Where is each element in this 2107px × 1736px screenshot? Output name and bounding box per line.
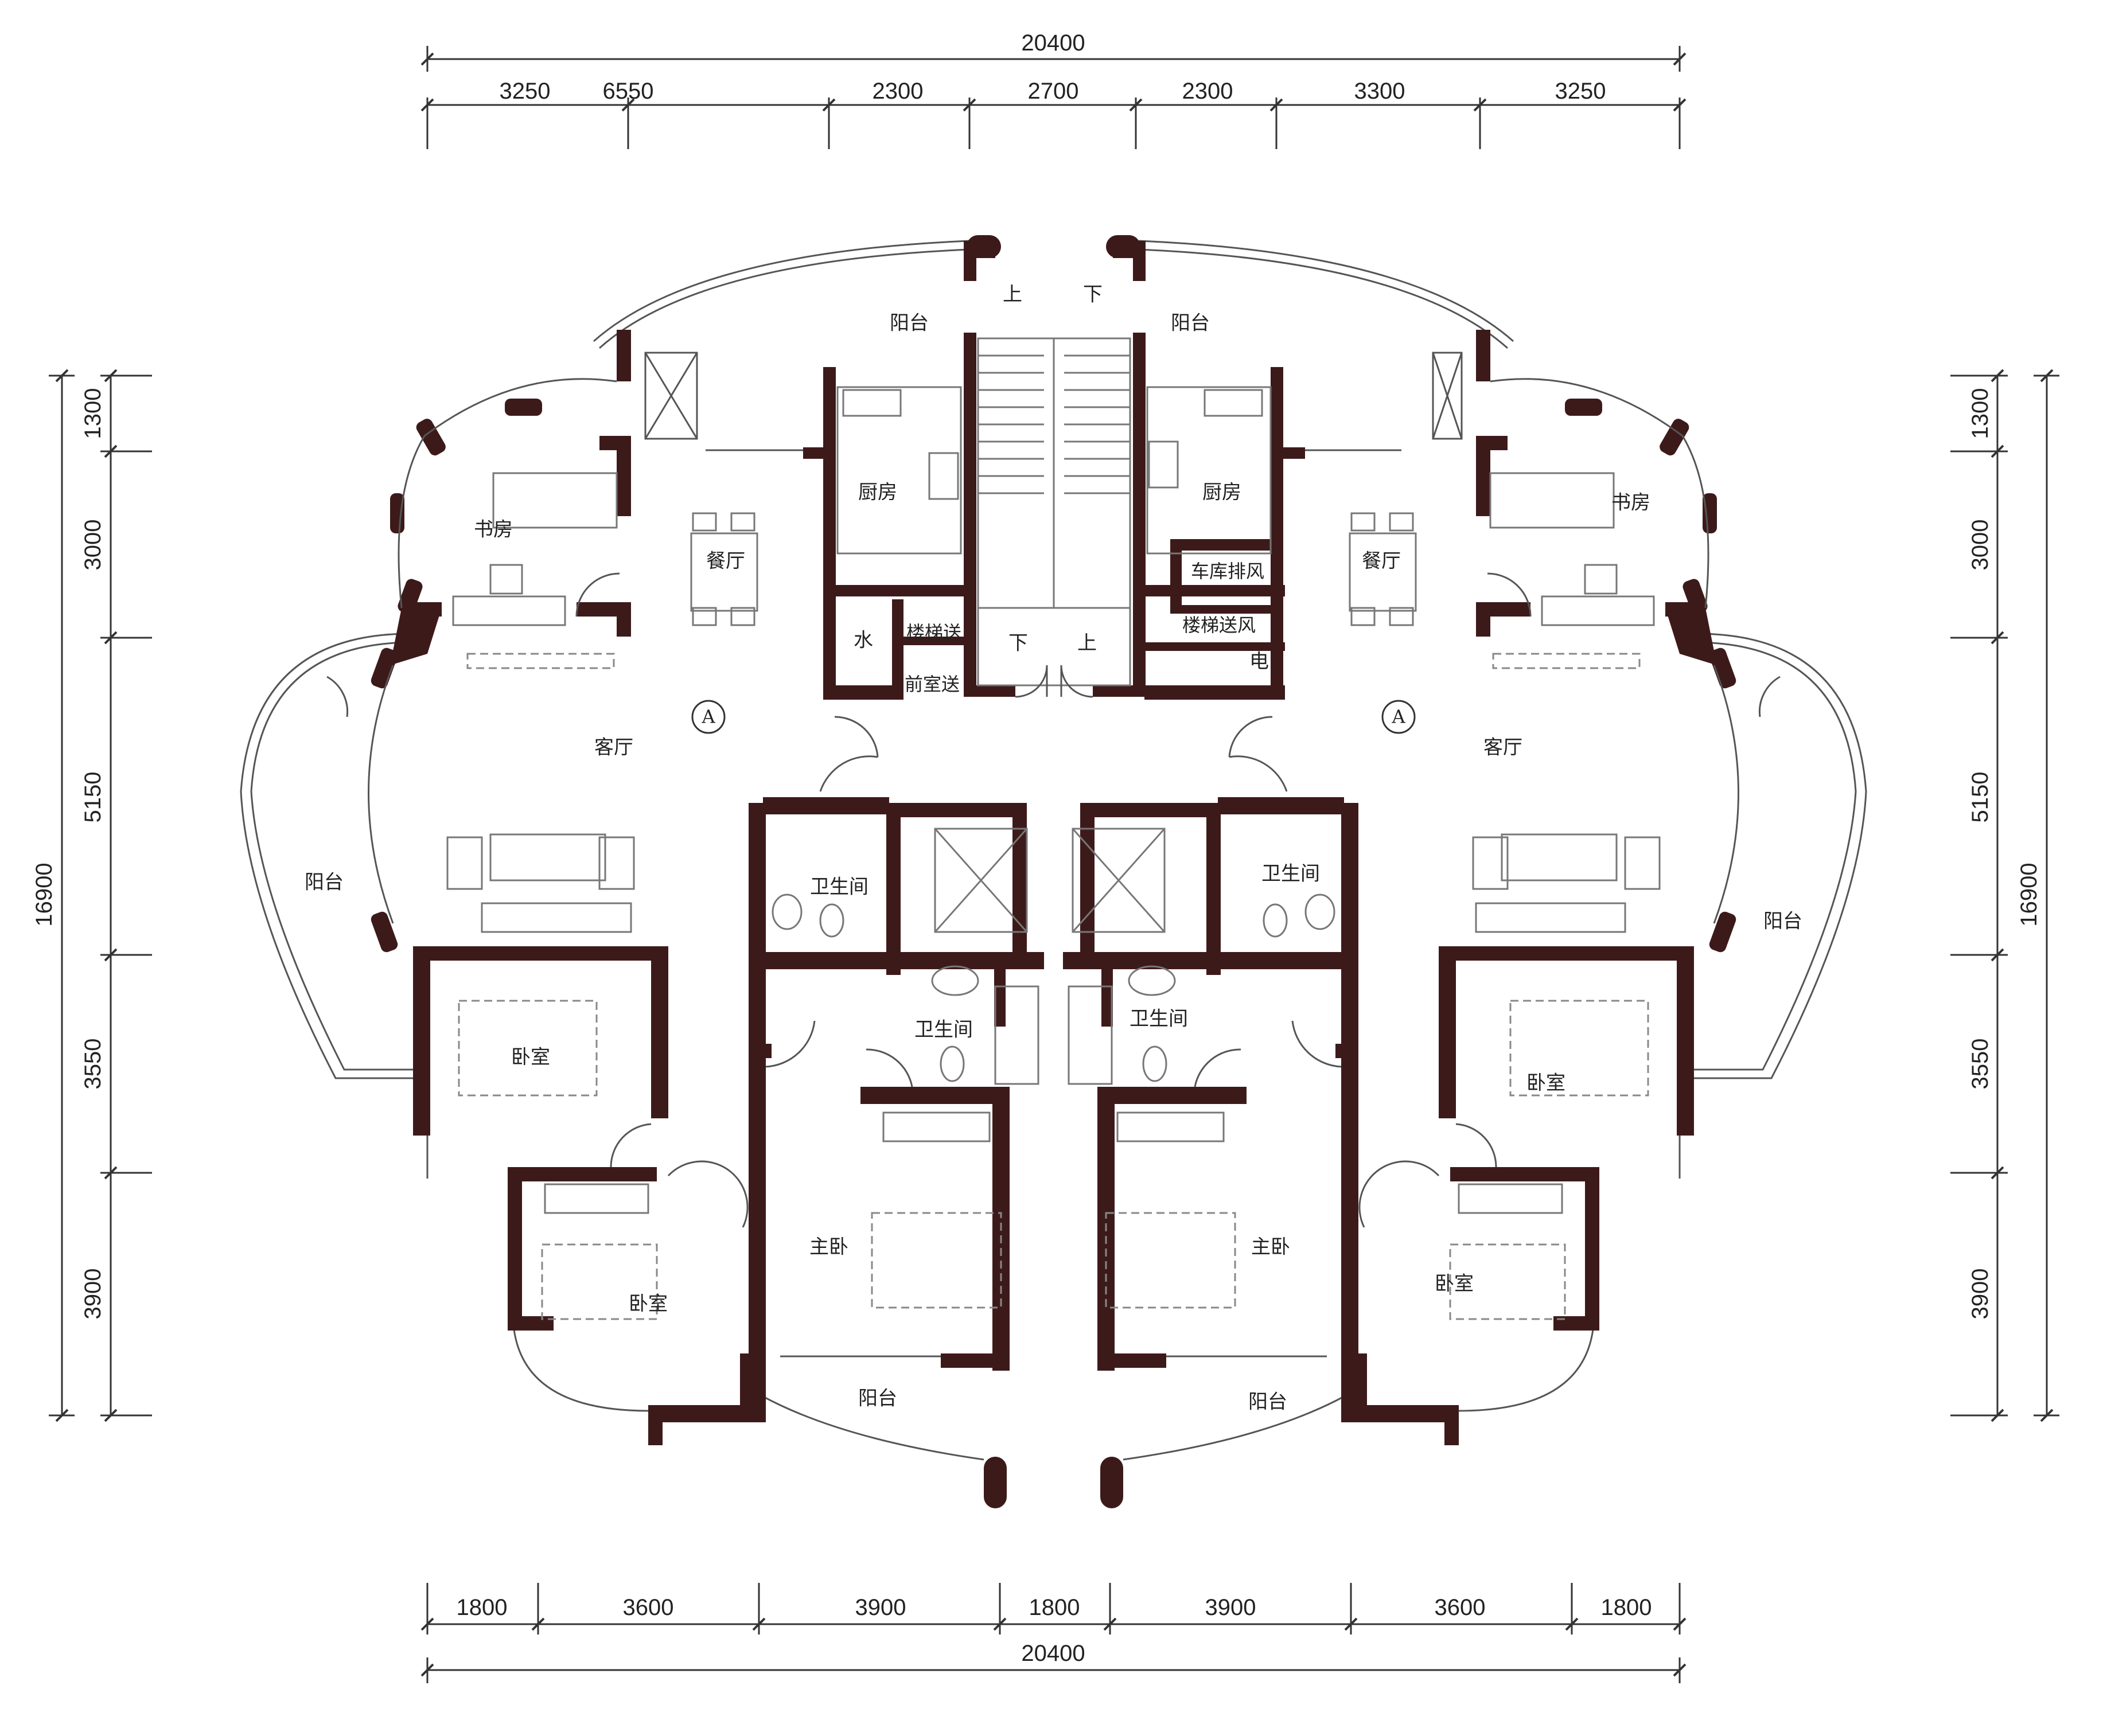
label-elevator-supply: 楼梯送 xyxy=(906,622,961,643)
right-dim-2: 3000 xyxy=(1968,520,1993,571)
label-bathroom-right: 卫生间 xyxy=(1261,863,1320,885)
label-electric: 电 xyxy=(1249,650,1269,673)
top-dim-7: 3250 xyxy=(1555,79,1606,104)
label-dining-left: 餐厅 xyxy=(706,550,745,573)
label-study-left: 书房 xyxy=(474,518,513,541)
kitchen-counters xyxy=(836,386,1272,555)
label-study-right: 书房 xyxy=(1611,491,1650,514)
label-balcony-left: 阳台 xyxy=(305,871,344,894)
label-balcony-top-right: 阳台 xyxy=(1171,312,1210,335)
left-dim-4: 3550 xyxy=(80,1039,106,1090)
study-arcs xyxy=(368,378,1739,924)
axis-markers: A A xyxy=(691,700,1416,734)
right-dim-5: 3900 xyxy=(1968,1269,1993,1320)
bottom-dim-6: 3600 xyxy=(1435,1595,1486,1620)
bath-fixtures xyxy=(772,894,1335,1085)
label-living-left: 客厅 xyxy=(594,736,633,759)
label-kitchen-left: 厨房 xyxy=(858,481,897,504)
left-dim-1: 1300 xyxy=(80,388,106,439)
right-dimension-chain: 1300 3000 5150 3550 3900 16900 xyxy=(1950,369,2059,1422)
top-dim-6: 3300 xyxy=(1354,79,1405,104)
elevators xyxy=(934,828,1166,933)
right-total-dim: 16900 xyxy=(2016,863,2042,926)
bottom-dimension-chain: 1800 3600 3900 1800 3900 3600 1800 20400 xyxy=(420,1583,1687,1683)
label-bedroom-lower-right: 卧室 xyxy=(1435,1273,1474,1296)
beds xyxy=(458,1000,1649,1320)
left-total-dim: 16900 xyxy=(32,863,57,926)
label-bedroom-right: 卧室 xyxy=(1526,1072,1565,1095)
bottom-dim-7: 1800 xyxy=(1601,1595,1652,1620)
bottom-dim-3: 3900 xyxy=(855,1595,906,1620)
doors xyxy=(326,572,1781,1228)
top-dim-1: 3250 xyxy=(500,79,551,104)
label-master-left: 主卧 xyxy=(809,1236,848,1259)
right-dim-1: 1300 xyxy=(1968,388,1993,439)
label-dining-right: 餐厅 xyxy=(1362,550,1401,573)
label-balcony-bottom-left: 阳台 xyxy=(858,1387,897,1410)
axis-circle-left xyxy=(691,700,726,734)
right-dim-4: 3550 xyxy=(1968,1039,1993,1090)
label-bedroom-left: 卧室 xyxy=(511,1046,550,1069)
bottom-total-dim: 20400 xyxy=(1021,1641,1085,1666)
label-antechamber-supply: 前室送 xyxy=(905,673,960,695)
label-stair-up-top: 上 xyxy=(1003,283,1022,306)
label-garage-exhaust: 车库排风 xyxy=(1191,560,1264,582)
bottom-dim-5: 3900 xyxy=(1205,1595,1256,1620)
label-bathroom-left: 卫生间 xyxy=(810,876,868,899)
top-dim-2: 6550 xyxy=(603,79,654,104)
label-kitchen-right: 厨房 xyxy=(1202,481,1241,504)
top-total-dim: 20400 xyxy=(1021,30,1085,56)
label-stair-up: 上 xyxy=(1077,632,1097,655)
room-labels: 阳台 阳台 上 下 厨房 厨房 书房 书房 餐厅 餐厅 水 楼梯送 前室送 车库… xyxy=(305,283,1802,1414)
left-dimension-chain: 16900 1300 3000 5150 3550 3900 xyxy=(32,369,152,1422)
dining-sets xyxy=(690,512,1417,626)
axis-label-right: A xyxy=(1391,706,1405,728)
left-dim-2: 3000 xyxy=(80,520,106,571)
bottom-dim-4: 1800 xyxy=(1029,1595,1080,1620)
balcony-outlines xyxy=(240,240,1867,1461)
label-living-right: 客厅 xyxy=(1483,736,1522,759)
left-dim-3: 5150 xyxy=(80,772,106,823)
label-stair-supply: 楼梯送风 xyxy=(1182,614,1256,636)
windows xyxy=(644,352,1463,1357)
label-bedroom-lower-left: 卧室 xyxy=(629,1293,668,1316)
top-dimension-chain: 20400 3250 6550 2300 2700 2300 3300 xyxy=(420,30,1687,149)
stair-treads xyxy=(977,337,1131,686)
label-balcony-right: 阳台 xyxy=(1763,910,1802,933)
walls xyxy=(371,235,1736,1508)
axis-circle-right xyxy=(1381,700,1416,734)
label-balcony-top-left: 阳台 xyxy=(890,312,929,335)
label-bathroom-center-left: 卫生间 xyxy=(914,1019,973,1041)
bottom-dim-1: 1800 xyxy=(457,1595,508,1620)
label-stair-down-top: 下 xyxy=(1083,283,1103,306)
top-dim-4: 2700 xyxy=(1028,79,1079,104)
axis-label-left: A xyxy=(701,706,715,728)
label-stair-down: 下 xyxy=(1008,632,1028,655)
left-dim-5: 3900 xyxy=(80,1269,106,1320)
top-dim-3: 2300 xyxy=(873,79,924,104)
label-balcony-bottom-right: 阳台 xyxy=(1248,1391,1287,1414)
bottom-dim-2: 3600 xyxy=(623,1595,674,1620)
right-dim-3: 5150 xyxy=(1968,772,1993,823)
top-dim-5: 2300 xyxy=(1182,79,1233,104)
label-water: 水 xyxy=(854,629,873,652)
study-furniture xyxy=(452,472,1655,626)
label-bathroom-center-right: 卫生间 xyxy=(1130,1008,1188,1031)
label-master-right: 主卧 xyxy=(1251,1236,1290,1259)
living-furniture xyxy=(446,653,1661,933)
